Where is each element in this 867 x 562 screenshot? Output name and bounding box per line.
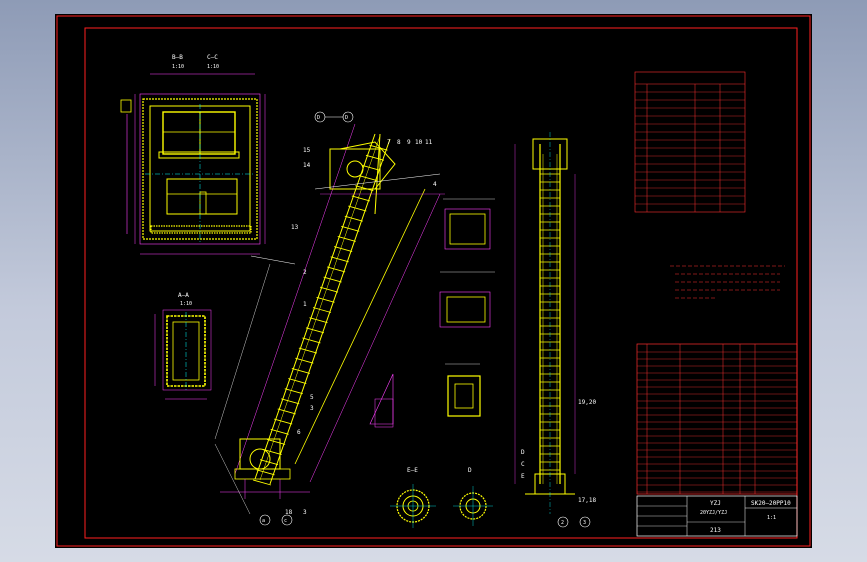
casing-rung — [330, 256, 349, 263]
casing-rung — [256, 469, 275, 476]
balloon-3: 3 — [310, 405, 314, 412]
side-letter-d: D — [521, 449, 525, 456]
casing-rung — [266, 438, 286, 445]
casing-rung — [369, 144, 388, 151]
casing-rung — [252, 479, 272, 486]
balloon-1: 1 — [303, 301, 307, 308]
label-dd: D — [468, 467, 472, 474]
balloon-7: 7 — [387, 139, 391, 146]
label-cc: C—C — [207, 54, 218, 61]
casing-rung — [326, 266, 346, 273]
title-sheet: 213 — [710, 527, 721, 534]
right-circle-2: 2 — [561, 520, 564, 526]
casing-rung — [334, 246, 353, 253]
balloon-18: 18 — [285, 509, 293, 516]
right-circle-3: 3 — [583, 520, 586, 526]
casing-rung — [358, 175, 378, 182]
view-bb-cc: B—B 1:10 C—C 1:10 — [120, 54, 266, 255]
view-ee: E—E D — [390, 467, 493, 528]
casing-rung — [355, 185, 374, 192]
balloon-5: 5 — [310, 394, 314, 401]
balloon-14: 14 — [303, 162, 311, 169]
balloon-13: 13 — [291, 224, 299, 231]
casing-rung — [337, 236, 356, 242]
balloon-10: 10 — [415, 139, 423, 146]
scale-bb: 1:10 — [172, 64, 184, 70]
label-ee: E—E — [407, 467, 418, 474]
label-19-20: 19,20 — [578, 399, 596, 406]
bottom-circle-c: c — [284, 518, 287, 524]
balloon-11: 11 — [425, 139, 433, 146]
casing-rung — [270, 428, 289, 435]
casing-rungs — [252, 144, 388, 486]
balloon-4: 4 — [433, 181, 437, 188]
technical-notes — [670, 265, 785, 299]
scale-aa: 1:10 — [180, 301, 192, 307]
detail-views — [439, 198, 495, 417]
casing-rung — [302, 337, 321, 344]
casing-rung — [277, 408, 296, 415]
view-aa: A—A 1:10 — [154, 292, 212, 400]
side-letter-e: E — [521, 473, 525, 480]
balloon-9: 9 — [407, 139, 411, 146]
vertical-elevator: D C E 19,20 17,18 2 3 — [514, 132, 596, 528]
balloon-15: 15 — [303, 147, 311, 154]
label-aa: A—A — [178, 292, 189, 299]
title-name-1: YZJ — [710, 500, 721, 507]
casing-rung — [351, 195, 370, 202]
top-circle-2: D — [345, 115, 348, 121]
balloon-2: 2 — [303, 269, 307, 276]
casing-rung — [309, 317, 328, 324]
casing-rung — [323, 276, 342, 283]
cad-drawing: B—B 1:10 C—C 1:10 — [56, 15, 811, 547]
inner-border — [84, 27, 798, 539]
casing-rung — [274, 418, 293, 425]
scale-cc: 1:10 — [207, 64, 219, 70]
casing-rung — [284, 388, 303, 395]
top-circle-1: D — [317, 115, 320, 121]
casing-rung — [291, 367, 310, 374]
casing-rung — [319, 286, 339, 293]
label-17-18: 17,18 — [578, 497, 596, 504]
casing-rung — [341, 225, 360, 232]
title-scale: 1:1 — [767, 515, 776, 521]
casing-rung — [344, 215, 363, 222]
casing-rung — [288, 378, 307, 384]
balloon-6: 6 — [297, 429, 301, 436]
casing-rung — [365, 154, 385, 161]
title-block: SK20—20PP10 YZJ 20YZJ/YZJ 1:1 213 — [636, 495, 798, 537]
balloon-3b: 3 — [303, 509, 307, 516]
label-bb: B—B — [172, 54, 183, 61]
side-letter-c: C — [521, 461, 525, 468]
casing-rung — [298, 347, 318, 354]
spec-table — [634, 71, 746, 213]
outer-border — [56, 15, 811, 547]
casing-rung — [312, 307, 332, 313]
inclined-conveyor: D D 7 8 9 10 11 15 14 13 4 2 1 5 3 6 18 … — [214, 111, 445, 526]
title-name-2: 20YZJ/YZJ — [700, 510, 727, 516]
title-drawing-no: SK20—20PP10 — [751, 500, 791, 507]
casing-rung — [316, 296, 335, 303]
casing-rung — [305, 327, 325, 334]
casing-rung — [295, 357, 314, 364]
casing-rung — [348, 205, 367, 212]
drawing-sheet: B—B 1:10 C—C 1:10 — [55, 14, 812, 548]
casing-rung — [263, 449, 282, 455]
bottom-circle-a: a — [262, 518, 265, 524]
parts-list — [636, 343, 798, 495]
balloon-8: 8 — [397, 139, 401, 146]
casing-rung — [281, 398, 300, 405]
